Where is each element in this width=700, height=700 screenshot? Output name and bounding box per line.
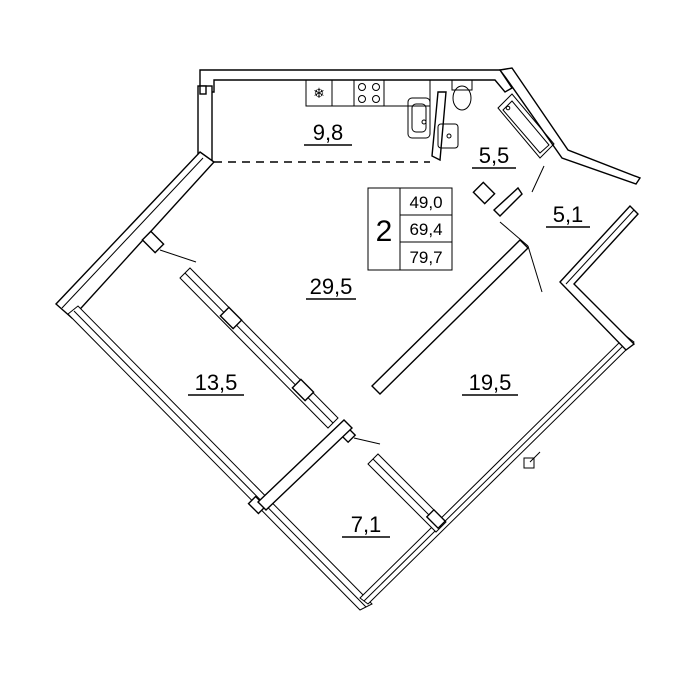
living-room-area: 29,5 — [310, 274, 353, 299]
bathtub-icon — [497, 93, 555, 159]
living-area-total: 49,0 — [409, 193, 442, 212]
area-summary-box: 2 49,0 69,4 79,7 — [367, 187, 453, 271]
right-bedroom-area: 19,5 — [469, 370, 512, 395]
total-area: 69,4 — [409, 220, 442, 239]
fridge-icon — [305, 79, 333, 107]
svg-text:❄: ❄ — [313, 86, 325, 102]
windows — [141, 230, 541, 533]
kitchen-area: 9,8 — [313, 120, 344, 145]
bathroom-area: 5,5 — [479, 143, 510, 168]
sink-icon — [407, 97, 431, 139]
bathroom-fixtures — [437, 79, 555, 159]
toilet-icon — [451, 79, 473, 111]
rooms-count: 2 — [376, 215, 393, 248]
balcony-area: 7,1 — [351, 512, 382, 537]
hall-area: 5,1 — [553, 202, 584, 227]
stove-icon — [353, 79, 385, 107]
washbasin-icon — [437, 123, 459, 149]
kitchen-fixtures: ❄ — [305, 79, 431, 139]
exterior-walls — [54, 67, 642, 611]
area-with-balcony: 79,7 — [409, 248, 442, 267]
interior-walls — [214, 91, 545, 511]
left-bedroom-area: 13,5 — [195, 370, 238, 395]
room-labels: 9,8 5,5 5,1 29,5 13,5 19,5 7,1 — [188, 120, 590, 538]
